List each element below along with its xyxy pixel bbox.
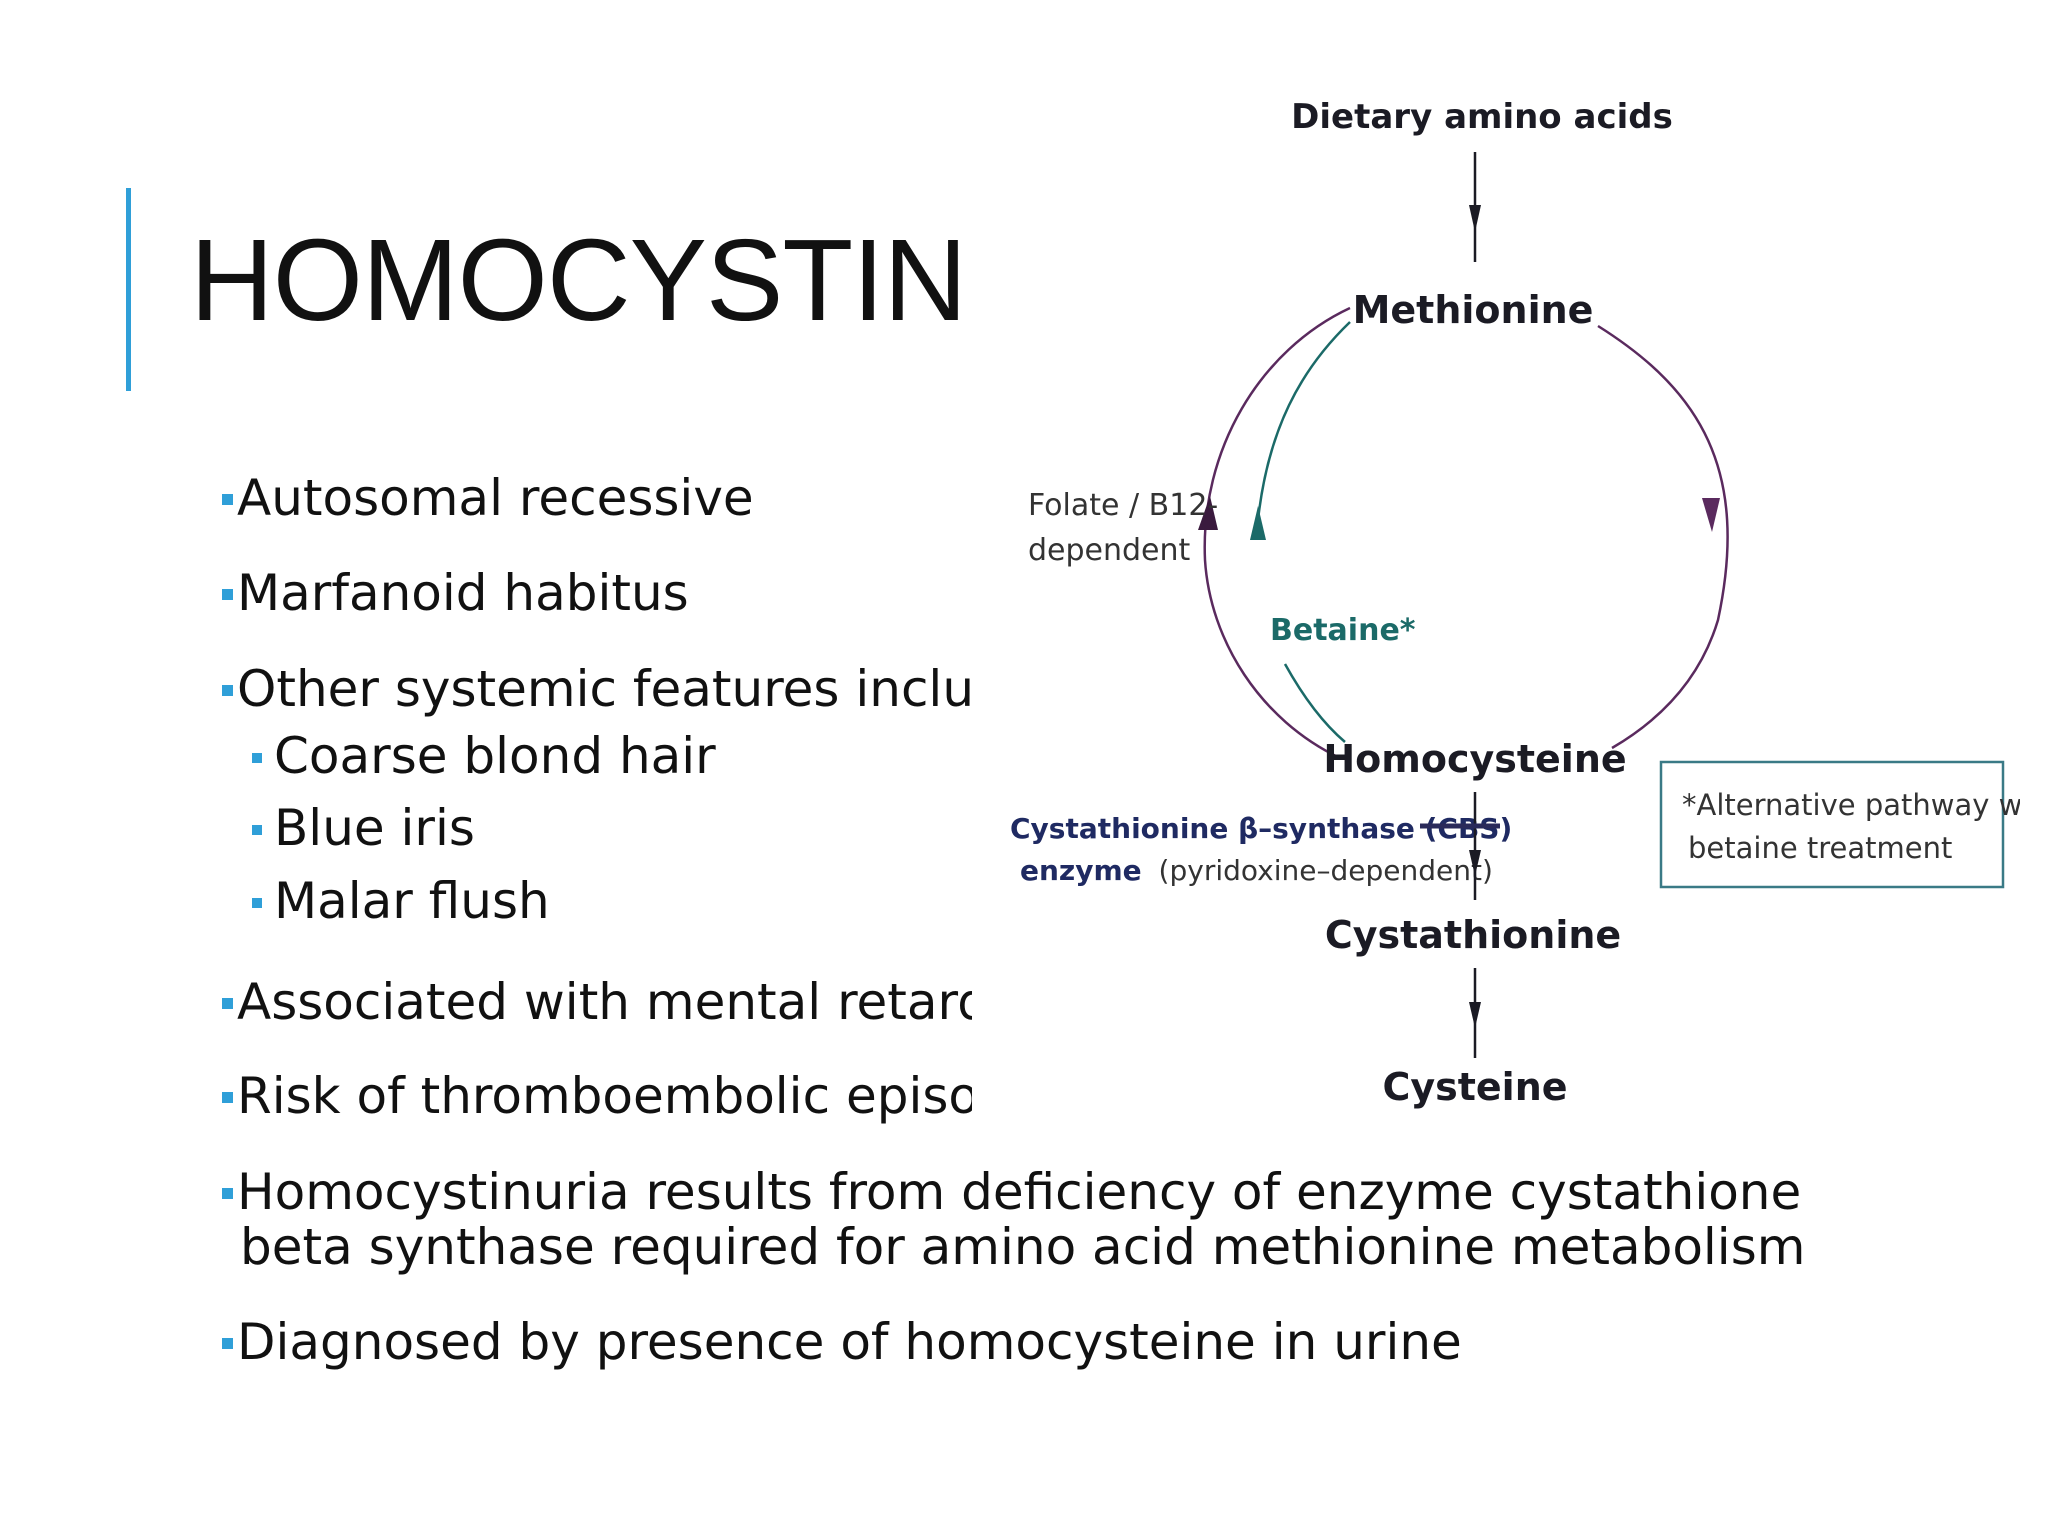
right-pathway-arc (1597, 324, 1729, 750)
bullet-item: Marfanoid habitus (222, 565, 689, 621)
arrow-down-icon (1469, 205, 1481, 232)
bullet-list: Autosomal recessive Marfanoid habitus Ot… (0, 0, 972, 1160)
bullet-text: Diagnosed by presence of homocysteine in… (237, 1313, 1462, 1371)
note-line1: *Alternative pathway with (1682, 788, 2020, 822)
bullet-square-icon (222, 998, 233, 1009)
sub-bullet-item: Blue iris (252, 800, 475, 856)
folate-label-line1: Folate / B12- (1028, 488, 1218, 523)
bullet-square-icon (222, 1092, 233, 1103)
bullet-square-icon (252, 898, 262, 908)
bullet-text: Other systemic features include (237, 660, 972, 718)
sub-bullet-text: Coarse blond hair (274, 727, 716, 785)
arrow-down-icon (1469, 850, 1481, 876)
alternative-pathway-note-box (1659, 760, 2005, 889)
arrow-up-icon (1250, 506, 1266, 540)
arrow-up-icon (1198, 496, 1218, 530)
homocysteine-label: Homocysteine (1323, 737, 1626, 781)
slide-title: HOMOCYSTINURIA (190, 215, 970, 345)
bullet-item: Associated with mental retardation (222, 974, 972, 1030)
note-line2: betaine treatment (1688, 831, 1952, 865)
betaine-arc-upper (1256, 321, 1351, 521)
sub-bullet-item: Malar flush (252, 873, 550, 929)
cysteine-label: Cysteine (1382, 1065, 1567, 1109)
left-pathway-arc (1203, 306, 1351, 760)
bullet-square-icon (222, 685, 233, 696)
bullet-text: Risk of thromboembolic episodes (237, 1067, 972, 1125)
title-accent-bar (126, 188, 131, 391)
bullet-square-icon (222, 494, 233, 505)
sub-bullet-item: Coarse blond hair (252, 728, 716, 784)
bullet-item: Autosomal recessive (222, 470, 754, 526)
bullet-text: Autosomal recessive (237, 469, 754, 527)
arrow-down-icon (1702, 498, 1720, 532)
cbs-dependency-text: (pyridoxine–dependent) (1159, 854, 1493, 887)
bullet-square-icon (222, 1338, 233, 1349)
metabolic-pathway-diagram: Dietary amino acids Methionine Folate / … (1010, 97, 2020, 1109)
title-area: HOMOCYSTINURIA (190, 215, 970, 365)
bullet-item: Other systemic features include (222, 661, 972, 717)
sub-bullet-text: Malar flush (274, 872, 550, 930)
bullet-square-icon (222, 1188, 233, 1199)
betaine-label: Betaine* (1270, 613, 1416, 648)
bullet-text: beta synthase required for amino acid me… (240, 1218, 1806, 1276)
bullet-text: Associated with mental retardation (237, 973, 972, 1031)
bullet-continuation: beta synthase required for amino acid me… (240, 1219, 1805, 1275)
arrow-down-icon (1469, 1002, 1481, 1028)
cystathionine-label: Cystathionine (1325, 913, 1621, 957)
betaine-arc-lower (1283, 663, 1346, 743)
bullet-square-icon (252, 753, 262, 763)
methionine-label: Methionine (1353, 288, 1594, 332)
cbs-enzyme-word: enzyme (1020, 854, 1142, 887)
bullet-square-icon (222, 589, 233, 600)
cbs-enzyme-label-line2: enzyme (pyridoxine–dependent) (1020, 854, 1493, 887)
sub-bullet-text: Blue iris (274, 799, 475, 857)
bullet-item: Diagnosed by presence of homocysteine in… (222, 1314, 1462, 1370)
bullet-square-icon (252, 825, 262, 835)
bullet-item: Risk of thromboembolic episodes (222, 1068, 972, 1124)
dietary-amino-acids-label: Dietary amino acids (1291, 97, 1673, 137)
bullet-text: Marfanoid habitus (237, 564, 689, 622)
bullet-item: Homocystinuria results from deficiency o… (222, 1164, 1801, 1220)
bullet-text: Homocystinuria results from deficiency o… (237, 1163, 1802, 1221)
folate-label-line2: dependent (1028, 533, 1191, 568)
